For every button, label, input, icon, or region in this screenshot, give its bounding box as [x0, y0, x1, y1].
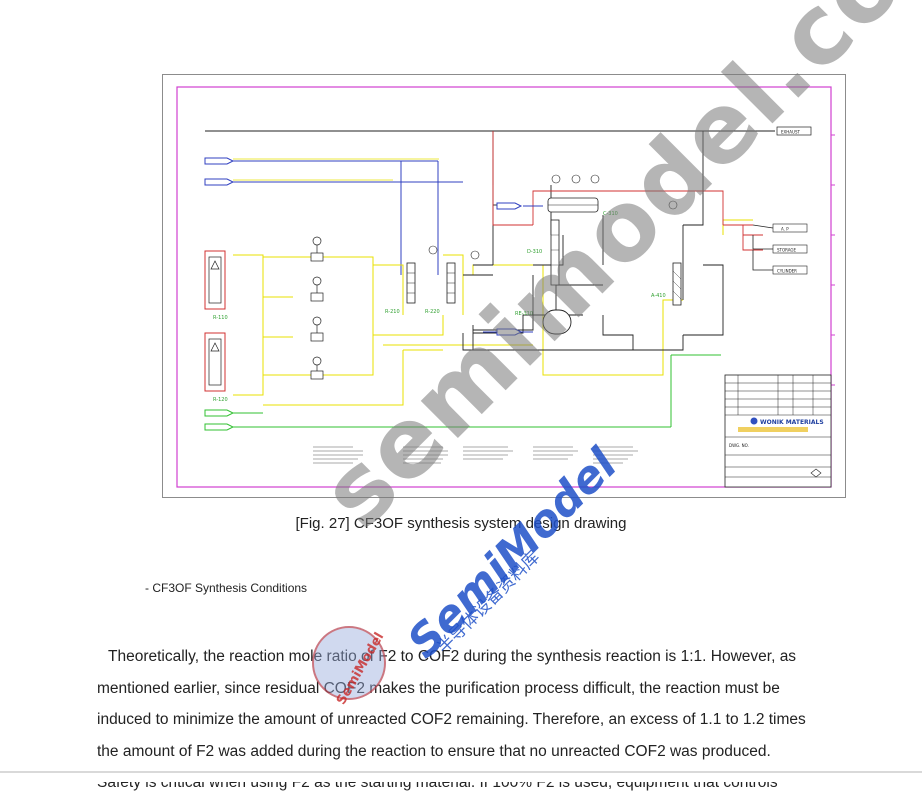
paragraph-line: mentioned earlier, since residual COF2 m… [97, 679, 780, 697]
process-drawing: EXHAUST R-110 R-120 [162, 74, 846, 498]
dwg-no-label: DWG. NO. [729, 443, 749, 448]
reactor-r220 [446, 262, 456, 304]
drawing-border [176, 86, 832, 488]
tag-r210: R-210 [385, 309, 400, 315]
company-name: WONIK MATERIALS [760, 419, 824, 426]
pid-diagram: EXHAUST R-110 R-120 [176, 86, 835, 488]
reactor-r210 [406, 262, 416, 304]
tag-r220: R-220 [425, 309, 440, 315]
section-heading: - CF3OF Synthesis Conditions [145, 581, 308, 595]
cylinder-r110 [204, 250, 226, 310]
figure-caption: [Fig. 27] CF3OF synthesis system design … [295, 515, 627, 532]
inlet-lines [204, 157, 463, 275]
adsorber-a410 [672, 262, 682, 306]
process-piping-red [492, 131, 763, 251]
outlet-label-ap: A. P [781, 227, 789, 232]
tag-a410: A-410 [651, 293, 666, 299]
tag-c310: C-310 [603, 211, 618, 217]
outlet-label-exhaust: EXHAUST [781, 130, 800, 135]
outlet-label-storage: STORAGE [777, 248, 797, 253]
title-block: WONIK MATERIALS DWG. NO. [724, 374, 832, 488]
outlet-label-cylinder: CYLINDER [777, 269, 797, 274]
column-d310 [550, 219, 560, 286]
tag-r120: R-120 [213, 397, 228, 403]
reactor-vessel-re310 [542, 309, 572, 335]
equipment-spec-table [313, 446, 638, 464]
condenser-c310 [547, 197, 599, 213]
cylinder-r120 [204, 332, 226, 392]
process-piping-black [462, 131, 724, 351]
tag-re310: RE-310 [515, 311, 533, 317]
tag-r110: R-110 [213, 315, 228, 321]
page-divider [0, 771, 922, 773]
paragraph-line: induced to minimize the amount of unreac… [97, 711, 806, 728]
tag-d310: D-310 [527, 249, 542, 255]
valve-clusters [310, 236, 324, 380]
paragraph-line: the amount of F2 was added during the re… [97, 742, 771, 760]
paragraph-line: Theoretically, the reaction mole ratio o… [108, 648, 797, 665]
